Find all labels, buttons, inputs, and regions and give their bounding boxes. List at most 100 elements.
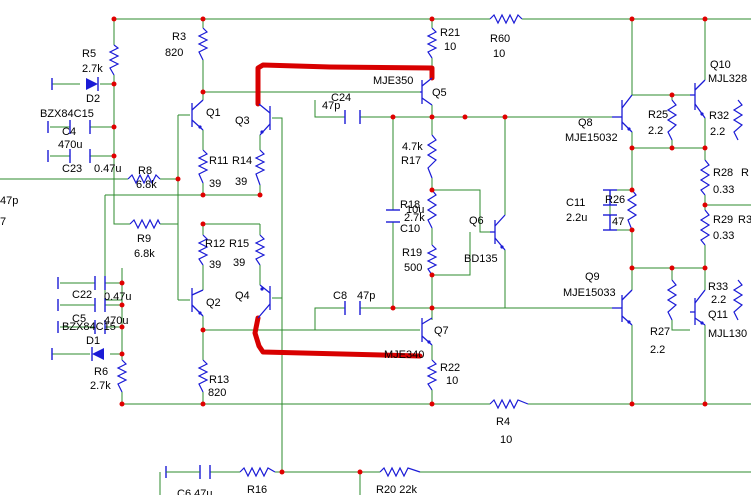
capacitor-c24: [344, 110, 361, 124]
label-r8-value: 6.8k: [136, 179, 157, 191]
label-r33-ref: R33: [708, 281, 728, 293]
transistor-q9: [612, 289, 633, 326]
label-r14-ref: R14: [232, 155, 252, 167]
label-r33-value: 2.2: [711, 294, 726, 306]
label-r5-value: 2.7k: [82, 63, 103, 75]
resistor-r27: [666, 279, 678, 321]
label-r27-value: 2.2: [650, 344, 665, 356]
label-r15-value: 39: [233, 257, 245, 269]
label-q10-ref: Q10: [710, 59, 731, 71]
resistor-r6: [116, 359, 128, 393]
capacitor-c5b: [57, 320, 106, 334]
label-q11-value: MJL130: [708, 328, 747, 340]
label-r18-value: 2.7k: [404, 212, 425, 224]
label-r19-value: 500: [404, 262, 422, 274]
label-q1: Q1: [206, 107, 221, 119]
label-r4-ref: R4: [496, 416, 510, 428]
transistor-q1: [191, 99, 204, 131]
label-q3: Q3: [235, 115, 250, 127]
transistor-q2: [191, 288, 204, 317]
capacitor-c23: [47, 149, 91, 163]
label-r15-ref: R15: [229, 238, 249, 250]
label-r5-ref: R5: [82, 48, 96, 60]
resistor-r9: [129, 218, 161, 230]
label-c24-value: 47p: [322, 100, 340, 112]
label-c10-ref: C10: [400, 223, 420, 235]
label-edge-right-1: R: [741, 167, 749, 179]
resistor-r22: [426, 359, 438, 391]
label-r28-ref: R28: [713, 167, 733, 179]
label-edge-left-1: 47p: [0, 195, 18, 207]
capacitor-c8: [344, 301, 361, 315]
label-c11-ref: C11: [566, 197, 585, 209]
label-r26-ref: R26: [605, 194, 625, 206]
label-r3-ref: R3: [172, 31, 186, 43]
label-r4-value: 10: [500, 434, 512, 446]
capacitor-c10: [386, 209, 400, 223]
label-q8-ref: Q8: [578, 117, 593, 129]
label-c4-ref: C4: [62, 126, 76, 138]
label-r18-alt: 10u: [406, 204, 424, 216]
label-c4-value: 470u: [58, 139, 82, 151]
label-c23-value: 0.47u: [94, 163, 122, 175]
label-c6: C6 47u: [177, 488, 212, 495]
labels: R3 820 R5 2.7k D2 BZX84C15 C4 470u C23 0…: [0, 27, 751, 495]
label-r18-ref: R18: [400, 199, 420, 211]
label-q4: Q4: [235, 290, 250, 302]
diodes: [51, 77, 104, 361]
label-q2: Q2: [206, 297, 221, 309]
label-r17-ref: R17: [401, 155, 421, 167]
capacitor-c4: [47, 120, 91, 134]
resistor-r12: [197, 234, 209, 266]
resistor-r25: [666, 99, 678, 141]
label-r19-ref: R19: [402, 247, 422, 259]
resistor-r33: [732, 279, 744, 321]
resistor-r26: [626, 189, 638, 231]
label-q7-ref: Q7: [434, 325, 449, 337]
wires: [0, 18, 751, 495]
label-q9-value: MJE15033: [563, 287, 616, 299]
resistor-r16: [239, 466, 276, 478]
label-c8-value: 47p: [357, 290, 375, 302]
label-d1-value: BZX84C15: [62, 321, 116, 333]
label-r27-ref: R27: [650, 326, 670, 338]
resistor-r18: [426, 189, 438, 229]
label-r9-ref: R9: [137, 233, 151, 245]
label-c23-ref: C23: [62, 163, 82, 175]
label-r9-value: 6.8k: [134, 248, 155, 260]
label-d2-ref: D2: [86, 93, 100, 105]
label-r29-ref: R29: [713, 214, 733, 226]
label-edge-right-2: R3: [738, 214, 751, 226]
label-d1-ref: D1: [86, 335, 100, 347]
resistor-r13: [197, 359, 209, 393]
resistor-r14: [254, 149, 266, 186]
label-r60-ref: R60: [490, 33, 510, 45]
label-r29-value: 0.33: [713, 230, 734, 242]
transistor-q4: [257, 284, 271, 319]
label-r32-ref: R32: [709, 110, 729, 122]
resistor-r11: [197, 149, 209, 184]
resistor-r3: [197, 27, 209, 61]
label-c11-value: 2.2u: [566, 212, 587, 224]
transistor-q7: [421, 317, 433, 346]
label-r25-value: 2.2: [648, 125, 663, 137]
label-d2-value: BZX84C15: [40, 108, 94, 120]
label-q5-value: MJE350: [373, 75, 413, 87]
label-c22-value: 0.47u: [104, 291, 132, 303]
label-q6-value: BD135: [464, 253, 498, 265]
resistor-r15: [254, 234, 266, 266]
transistor-q6: [490, 214, 506, 251]
label-q5-ref: Q5: [432, 87, 447, 99]
label-c5-ref: C5: [72, 313, 86, 325]
label-r6-value: 2.7k: [90, 380, 111, 392]
label-r25-ref: R25: [648, 109, 668, 121]
highlight-marks: [252, 62, 435, 359]
label-r12-value: 39: [209, 259, 221, 271]
capacitor-c5: [57, 298, 106, 312]
label-r26-value: 47: [612, 216, 624, 228]
label-r6-ref: R6: [94, 366, 108, 378]
transistor-q10: [690, 79, 706, 119]
label-r17-value: 4.7k: [402, 141, 423, 153]
label-r21-value: 10: [444, 41, 456, 53]
